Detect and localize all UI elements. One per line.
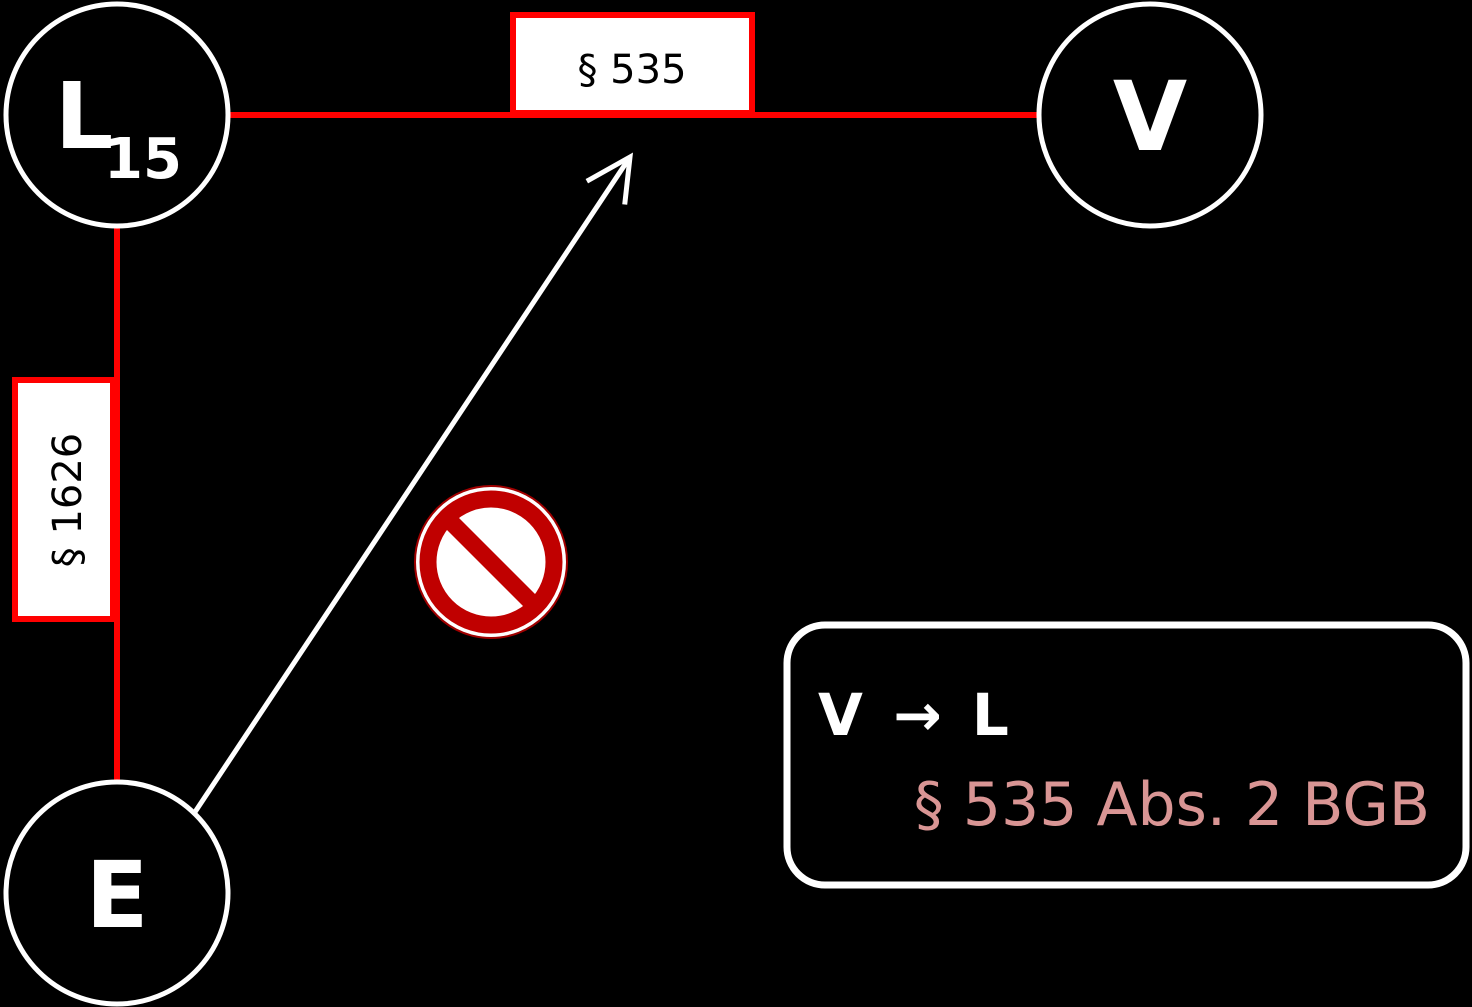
edge-label-l-e-text: § 1626 — [45, 433, 91, 568]
info-box: V → L § 535 Abs. 2 BGB — [783, 621, 1470, 889]
claim-arrow — [192, 152, 634, 814]
node-v-letter: V — [1113, 61, 1187, 173]
node-l-letter: L — [55, 63, 114, 170]
svg-text:L: L — [55, 63, 114, 170]
node-l: L 15 — [3, 1, 231, 229]
node-l-subscript: 15 — [104, 127, 182, 192]
info-box-to: L — [972, 681, 1009, 749]
edge-label-l-v: § 535 — [510, 12, 755, 116]
info-box-from: V — [818, 681, 863, 749]
node-v: V — [1036, 1, 1264, 229]
node-e: E — [3, 779, 231, 1007]
node-e-letter: E — [86, 842, 149, 949]
info-box-relation: V → L — [818, 681, 1009, 749]
info-box-citation: § 535 Abs. 2 BGB — [914, 770, 1430, 840]
edge-label-l-v-text: § 535 — [577, 47, 686, 93]
edge-label-l-e: § 1626 — [12, 377, 116, 622]
arrowhead-icon — [585, 152, 634, 205]
info-box-arrow-icon: → — [893, 681, 942, 749]
prohibition-icon — [414, 485, 568, 639]
